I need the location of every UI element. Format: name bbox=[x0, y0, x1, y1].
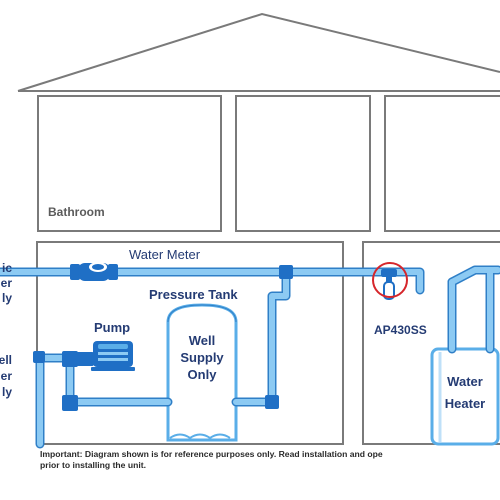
pressure-tank bbox=[166, 303, 238, 442]
main-pipe bbox=[0, 269, 423, 293]
pipe-fittings bbox=[33, 265, 293, 411]
disclaimer-note: Important: Diagram shown is for referenc… bbox=[40, 449, 500, 471]
fitting-well bbox=[33, 351, 45, 363]
water-heater bbox=[430, 347, 500, 446]
left-cut-label-2a: ell bbox=[0, 353, 12, 367]
pump-label: Pump bbox=[94, 320, 130, 335]
tank-label-line2: Supply bbox=[180, 350, 224, 365]
disclaimer-line-2: prior to installing the unit. bbox=[40, 460, 146, 470]
fitting-tee-main bbox=[279, 265, 293, 279]
tank-label-line3: Only bbox=[188, 367, 218, 382]
bathroom-label: Bathroom bbox=[48, 205, 105, 219]
fitting-pump-inlet bbox=[62, 351, 78, 367]
heater-label-line2: Heater bbox=[445, 396, 485, 411]
water-filter-icon bbox=[381, 269, 397, 300]
pressure-tank-label: Pressure Tank bbox=[149, 287, 238, 302]
water-meter-icon bbox=[70, 262, 118, 281]
upper-room-middle bbox=[235, 95, 371, 232]
roof bbox=[17, 12, 500, 92]
filter-highlight-circle bbox=[372, 262, 408, 298]
left-cut-label-1c: ly bbox=[2, 291, 12, 305]
fitting-tank-right bbox=[265, 395, 279, 409]
disclaimer-line-1: Important: Diagram shown is for referenc… bbox=[40, 449, 383, 459]
lower-room-left bbox=[36, 241, 344, 445]
pipe-to-tank bbox=[233, 269, 289, 405]
pipes bbox=[0, 265, 500, 449]
heater-label-line1: Water bbox=[447, 374, 483, 389]
left-cut-label-2c: ly bbox=[2, 385, 12, 399]
upper-room-right bbox=[384, 95, 500, 232]
tank-label-line1: Well bbox=[189, 333, 216, 348]
left-cut-label-1a: ic bbox=[2, 261, 12, 275]
pump-icon bbox=[76, 341, 135, 371]
left-cut-label-2b: er bbox=[1, 369, 13, 383]
water-meter-label: Water Meter bbox=[129, 247, 201, 262]
filter-model-label: AP430SS bbox=[374, 323, 427, 337]
house-outline bbox=[17, 12, 500, 445]
fitting-pump-bottom bbox=[62, 395, 78, 411]
upper-room-bathroom bbox=[37, 95, 222, 232]
left-cut-label-1b: er bbox=[1, 276, 13, 290]
